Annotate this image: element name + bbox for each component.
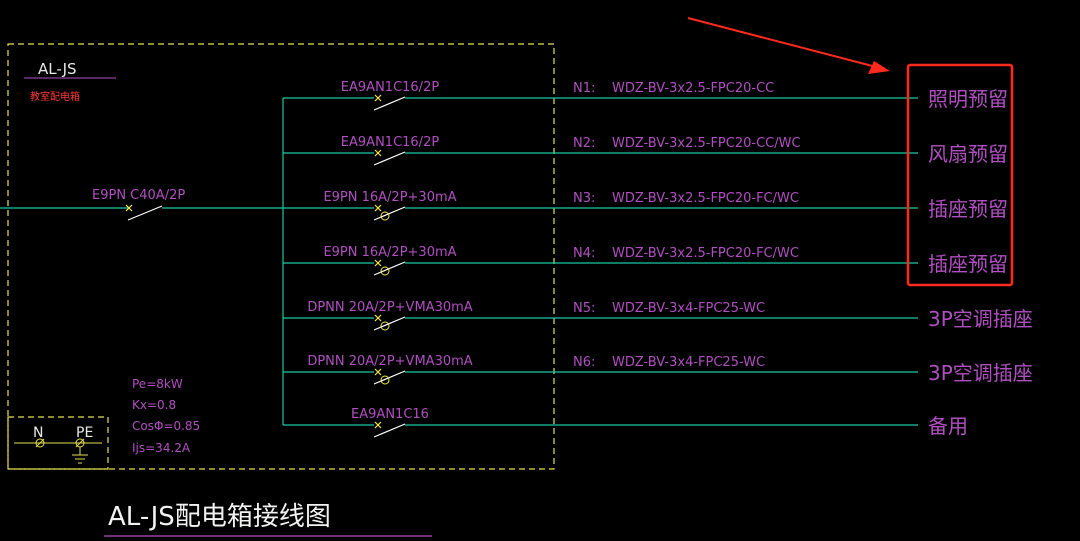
breaker-label: E9PN 16A/2P+30mA	[323, 245, 456, 260]
circuit-id-label: N5:	[573, 301, 595, 316]
main-breaker-label: E9PN C40A/2P	[92, 188, 185, 203]
breaker-mark	[374, 368, 382, 376]
cable-spec-label: WDZ-BV-3x2.5-FPC20-FC/WC	[612, 191, 799, 206]
breaker-mark	[374, 259, 382, 267]
breaker-mark	[374, 204, 382, 212]
cable-spec-label: WDZ-BV-3x2.5-FPC20-FC/WC	[612, 246, 799, 261]
breaker-contact	[373, 151, 406, 166]
load-label: 风扇预留	[928, 142, 1008, 166]
circuit-row: E9PN 16A/2P+30mA N4: WDZ-BV-3x2.5-FPC20-FC…	[283, 245, 1008, 276]
load-label: 照明预留	[928, 87, 1008, 111]
rcd-symbol	[380, 266, 390, 276]
circuit-id-label: N6:	[573, 355, 595, 370]
breaker-contact	[373, 206, 406, 221]
breaker-contact	[373, 316, 406, 331]
load-label: 插座预留	[928, 197, 1008, 221]
cable-spec-label: WDZ-BV-3x2.5-FPC20-CC/WC	[612, 136, 801, 151]
circuit-row: EA9AN1C16 备用	[283, 407, 968, 438]
circuit-row: DPNN 20A/2P+VMA30mA N6: WDZ-BV-3x4-FPC25-W…	[283, 354, 1033, 385]
circuit-row: EA9AN1C16/2P N2: WDZ-BV-3x2.5-FPC20-CC/WC 风…	[283, 135, 1008, 166]
breaker-mark	[374, 314, 382, 322]
breaker-mark	[374, 421, 382, 429]
cable-spec-label: WDZ-BV-3x4-FPC25-WC	[612, 301, 765, 316]
terminal-box	[7, 416, 109, 470]
breaker-contact	[373, 370, 406, 385]
circuit-id-label: N1:	[573, 81, 595, 96]
breaker-label: DPNN 20A/2P+VMA30mA	[307, 300, 472, 315]
rcd-symbol	[380, 375, 390, 385]
spec-kx: Kx=0.8	[132, 398, 176, 412]
circuit-row: DPNN 20A/2P+VMA30mA N5: WDZ-BV-3x4-FPC25-W…	[283, 300, 1033, 331]
box-subtitle-label: 教室配电箱	[30, 90, 80, 103]
breaker-contact	[373, 423, 406, 438]
spec-cosphi: CosΦ=0.85	[132, 419, 200, 433]
circuit-id-label: N3:	[573, 191, 595, 206]
terminal-n-label: N	[33, 425, 43, 441]
box-name-label: AL-JS	[38, 60, 77, 78]
ground-icon	[72, 447, 88, 464]
breaker-label: EA9AN1C16	[351, 407, 429, 422]
load-label: 3P空调插座	[928, 307, 1033, 331]
rcd-symbol	[380, 211, 390, 221]
load-label: 插座预留	[928, 252, 1008, 276]
breaker-label: DPNN 20A/2P+VMA30mA	[307, 354, 472, 369]
breaker-mark	[374, 149, 382, 157]
rcd-symbol	[380, 321, 390, 331]
distribution-box-outline	[7, 43, 555, 470]
breaker-label: EA9AN1C16/2P	[341, 80, 440, 95]
breaker-label: EA9AN1C16/2P	[341, 135, 440, 150]
annotation-arrow	[687, 17, 890, 74]
circuit-id-label: N2:	[573, 136, 595, 151]
breaker-label: E9PN 16A/2P+30mA	[323, 190, 456, 205]
circuit-row: E9PN 16A/2P+30mA N3: WDZ-BV-3x2.5-FPC20-FC…	[283, 190, 1008, 221]
terminal-pe-label: PE	[76, 425, 93, 441]
circuit-id-label: N4:	[573, 246, 595, 261]
cable-spec-label: WDZ-BV-3x2.5-FPC20-CC	[612, 81, 774, 96]
load-label: 备用	[928, 414, 968, 438]
cable-spec-label: WDZ-BV-3x4-FPC25-WC	[612, 355, 765, 370]
spec-ijs: Ijs=34.2A	[132, 441, 191, 455]
main-breaker-symbol	[125, 204, 283, 221]
breaker-contact	[373, 261, 406, 276]
branch-circuits: EA9AN1C16/2P N1: WDZ-BV-3x2.5-FPC20-CC 照明预留…	[283, 80, 1033, 438]
terminal-symbols	[14, 438, 102, 448]
circuit-row: EA9AN1C16/2P N1: WDZ-BV-3x2.5-FPC20-CC 照明预留	[283, 80, 1008, 111]
highlight-box	[906, 63, 1014, 287]
breaker-contact	[373, 96, 406, 111]
spec-pe: Pe=8kW	[132, 377, 183, 391]
drawing-title: AL-JS配电箱接线图	[108, 502, 331, 532]
breaker-mark	[374, 94, 382, 102]
load-label: 3P空调插座	[928, 361, 1033, 385]
